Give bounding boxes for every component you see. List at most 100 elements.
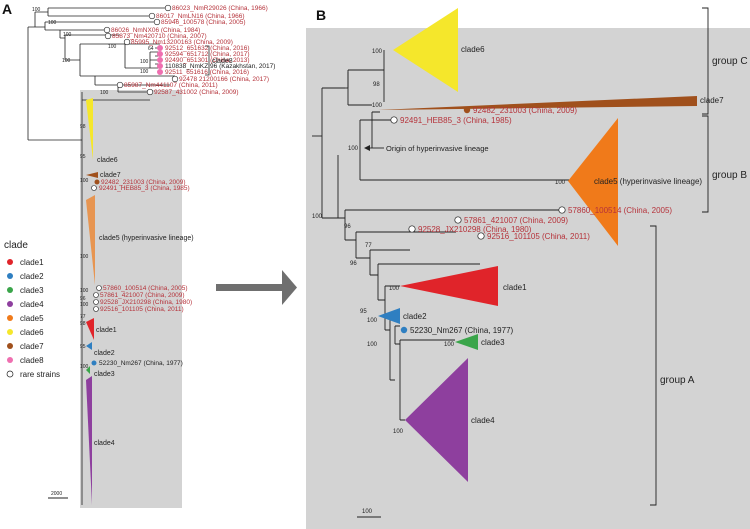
bootstrap-value: 77 [80, 314, 86, 320]
clade7-wedge [86, 172, 98, 178]
panel-a-letter: A [2, 1, 12, 17]
leaf-label: 85873_Nm420710 (China, 2007) [112, 33, 207, 40]
clade1-label: clade1 [503, 283, 527, 292]
clade6-label: clade6 [461, 45, 485, 54]
clade1-wedge [86, 318, 94, 340]
clade4-label: clade4 [94, 440, 115, 447]
leaf-label: 92491_HEB85_3 (China, 1985) [400, 116, 512, 125]
bootstrap-value: 95 [80, 344, 86, 350]
bootstrap-value: 98 [80, 124, 86, 130]
leaf-label: 85987_Nm441107 (China, 2011) [124, 82, 218, 89]
leaf-label: 52230_Nm267 (China, 1977) [99, 360, 183, 367]
clade4-label: clade4 [471, 416, 495, 425]
legend-label: clade4 [20, 300, 44, 309]
bootstrap-value: 98 [373, 82, 380, 88]
clade2-wedge [86, 342, 92, 350]
panel-a-low-leaves: 57860_100514 (China, 2005) 57861_421007 … [80, 285, 192, 320]
leaf-label: 92478 21200166 (China, 2017) [179, 76, 269, 83]
clade5-wedge [568, 118, 618, 246]
bootstrap-value: 100 [80, 302, 89, 308]
leaf-label: 92528_JX210298 (China, 1980) [100, 299, 192, 306]
clade2-wedge [378, 308, 400, 324]
panel-b-tree [312, 50, 585, 421]
clade2-label: clade2 [94, 350, 115, 357]
arrow-shaft [216, 284, 286, 291]
clade2-marker [400, 326, 408, 334]
legend-swatch [7, 287, 13, 293]
bootstrap-value: 96 [344, 224, 351, 230]
origin-annotation: Origin of hyperinvasive lineage [364, 144, 489, 153]
leaf-label: 92491_HEB85_3 (China, 1985) [99, 185, 190, 192]
leaf-label: 92482_231003 (China, 2009) [101, 179, 186, 186]
leaf-label: 57860_100514 (China, 2005) [103, 285, 188, 292]
legend-label: clade2 [20, 272, 44, 281]
panel-b-wedges [378, 8, 697, 482]
arrow-head [282, 270, 297, 305]
clade6-wedge [393, 8, 458, 92]
bootstrap-value: 100 [63, 32, 72, 38]
bootstrap-value: 100 [62, 58, 71, 64]
group-brackets: group C group B group A [650, 7, 748, 506]
clade6-wedge [86, 98, 93, 160]
leaf-label: 92528_JX210298 (China, 1980) [418, 225, 532, 234]
bootstrap-value: 100 [100, 90, 109, 96]
leaf-label: 52230_Nm267 (China, 1977) [410, 326, 514, 335]
legend-label: rare strains [20, 370, 60, 379]
rare-strain-marker [93, 299, 99, 305]
leaf-label: 86017_NmLN16 (China, 1966) [156, 13, 245, 20]
rare-strain-marker [164, 4, 172, 12]
group-c-bracket [702, 7, 709, 115]
bootstrap-value: 100 [48, 20, 57, 26]
bootstrap-value: 100 [80, 178, 89, 184]
rare-strain-marker [93, 306, 99, 312]
clade2-label: clade2 [403, 312, 427, 321]
clade7-marker [94, 179, 100, 185]
rare-strain-marker [171, 75, 179, 83]
rare-strain-marker [148, 12, 156, 20]
panel-a-highlight [80, 90, 182, 508]
clade8-marker [157, 45, 163, 51]
leaf-label: 86026_NmNX06 (China, 1984) [111, 27, 200, 34]
panel-a-mini-wedges [86, 98, 98, 505]
group-a-label: group A [660, 375, 695, 386]
clade4-wedge [405, 358, 468, 482]
scale-label-b: 100 [362, 509, 373, 515]
rare-strain-marker [153, 18, 161, 26]
panel-b-bootstraps: 100 98 100 100 100 100 96 77 96 100 95 1… [312, 49, 566, 435]
panel-a-top-circles [103, 4, 179, 96]
panel-b-background [306, 28, 750, 529]
legend-swatch [7, 329, 13, 335]
rare-strain-marker [96, 285, 102, 291]
leaf-label: 92516_101105 (China, 2011) [100, 306, 184, 313]
bootstrap-value: 96 [350, 261, 357, 267]
panel-a-top-tree [27, 7, 175, 505]
bootstrap-value: 100 [444, 342, 455, 348]
clade5-wedge [86, 195, 95, 285]
legend-label: clade1 [20, 258, 44, 267]
legend: clade clade1 clade2 clade3 clade4 clade5… [4, 240, 60, 379]
clade7-wedge [378, 96, 697, 110]
clade5-label: clade5 (hyperinvasive lineage) [594, 177, 702, 186]
clade7-label: clade7 [100, 172, 121, 179]
clade8-label: clade8 [212, 58, 233, 65]
clade4-wedge [86, 376, 92, 505]
leaf-label: 92511_651616 (China, 2016) [165, 69, 249, 76]
bootstrap-value: 100 [367, 318, 378, 324]
bootstrap-value: 100 [389, 286, 400, 292]
bootstrap-value: 77 [365, 243, 372, 249]
legend-title: clade [4, 240, 28, 251]
rare-strain-marker [103, 26, 111, 34]
bootstrap-value: 100 [372, 103, 383, 109]
legend-swatch [7, 273, 13, 279]
bootstrap-value: 100 [367, 342, 378, 348]
clade8-marker [157, 51, 163, 57]
legend-swatch [6, 370, 14, 378]
rare-strain-marker [93, 292, 99, 298]
leaf-label: 57861_421007 (China, 2009) [464, 216, 568, 225]
clade7-marker [463, 106, 471, 114]
rare-strain-marker [123, 38, 131, 46]
panel-b-letter: B [316, 7, 326, 23]
clade8-marker [157, 69, 163, 75]
clade3-wedge [86, 366, 90, 374]
clade8-marker [157, 63, 163, 69]
